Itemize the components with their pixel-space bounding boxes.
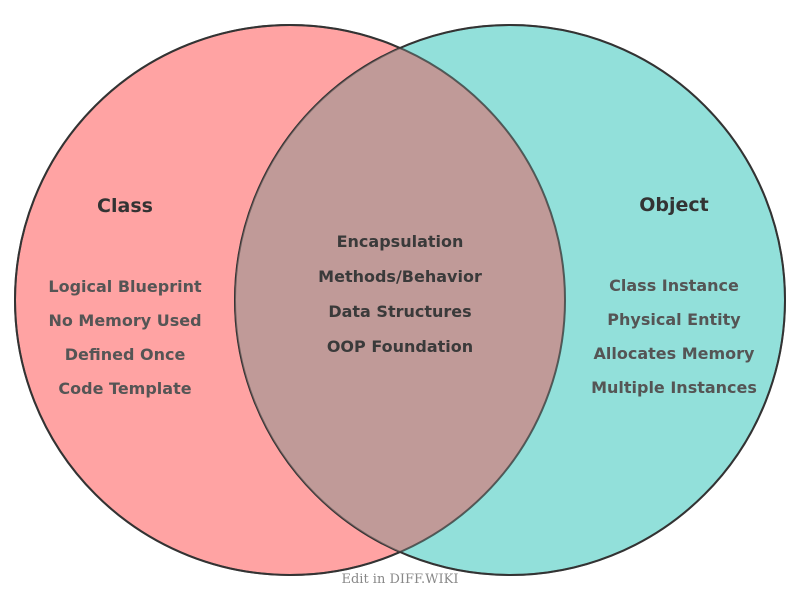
object-item: Class Instance: [609, 276, 739, 295]
object-title: Object: [639, 194, 709, 216]
class-item: No Memory Used: [48, 311, 201, 330]
class-circle-outline: [14, 24, 566, 576]
shared-item: Data Structures: [328, 302, 471, 321]
class-item: Logical Blueprint: [48, 277, 202, 296]
class-title: Class: [97, 195, 153, 217]
shared-item: Encapsulation: [337, 232, 464, 251]
object-item: Multiple Instances: [591, 378, 757, 397]
shared-item: OOP Foundation: [327, 337, 473, 356]
class-item: Defined Once: [65, 345, 186, 364]
object-circle-outline: [234, 24, 786, 576]
object-item: Physical Entity: [607, 310, 741, 329]
edit-link[interactable]: Edit in DIFF.WIKI: [341, 572, 459, 587]
shared-item: Methods/Behavior: [318, 267, 482, 286]
class-item: Code Template: [58, 379, 191, 398]
object-item: Allocates Memory: [594, 344, 756, 363]
intersection-region: [235, 25, 565, 575]
